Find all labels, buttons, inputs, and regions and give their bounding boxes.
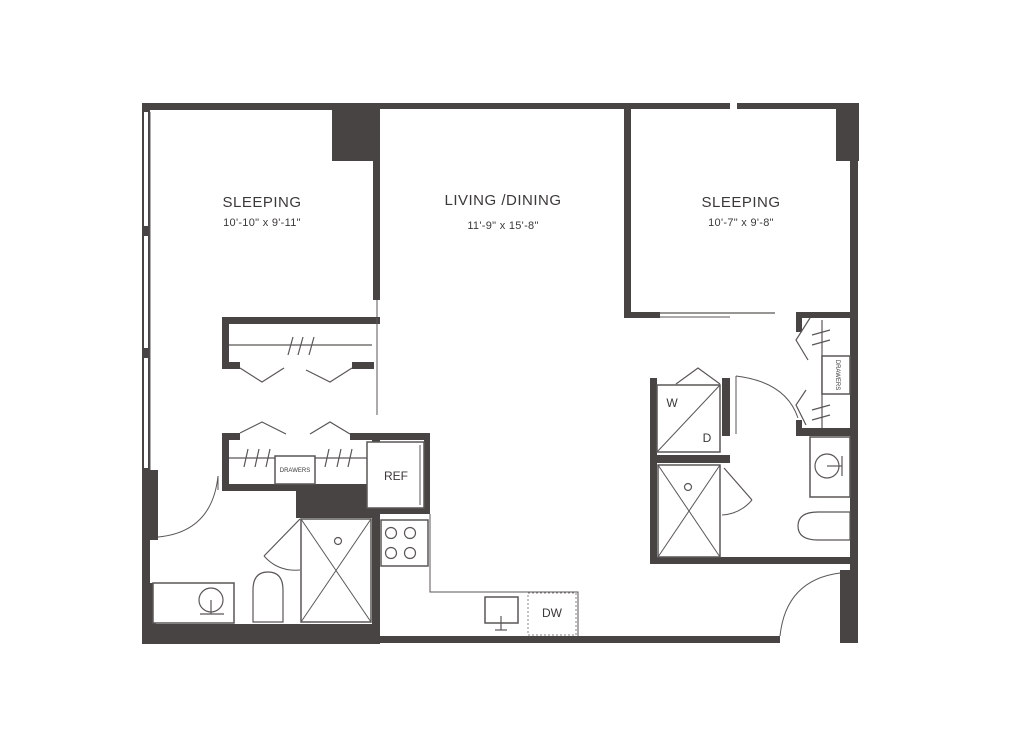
room-dims-living-dining: 11'-9" x 15'-8"	[467, 220, 538, 232]
kitchen-counter: DW	[429, 514, 579, 636]
stove	[380, 519, 429, 567]
dishwasher	[527, 592, 577, 636]
vanity-left	[152, 582, 235, 624]
column-left	[332, 103, 380, 161]
drawers-left-label: DRAWERS	[280, 468, 310, 474]
sliding-door-right	[660, 312, 775, 318]
drawers-left	[274, 455, 316, 485]
closet-left-upper	[229, 318, 378, 383]
drawers-right-label: DRAWERS	[834, 360, 840, 390]
room-labels: SLEEPING 10'-10" x 9'-11" LIVING /DINING…	[222, 192, 780, 232]
room-dims-sleeping-right: 10'-7" x 9'-8"	[708, 217, 774, 229]
refrigerator: REF	[366, 441, 425, 509]
dryer-label: D	[703, 431, 712, 445]
closet-right: DRAWERS	[795, 317, 851, 428]
room-dims-sleeping-left: 10'-10" x 9'-11"	[223, 217, 301, 229]
bathroom-right	[657, 436, 851, 558]
drawers-right	[821, 355, 851, 395]
toilet-left	[252, 571, 284, 623]
washer-label: W	[666, 396, 678, 410]
closet-left-lower: DRAWERS	[229, 421, 372, 485]
toilet-right	[797, 511, 851, 541]
washer-dryer: W D	[656, 367, 799, 453]
vanity-right	[809, 436, 851, 498]
walls	[142, 103, 859, 644]
room-name-living-dining: LIVING /DINING	[444, 192, 561, 209]
bathroom-left	[152, 475, 372, 624]
refrigerator-label: REF	[384, 469, 408, 483]
dishwasher-label: DW	[542, 606, 563, 620]
room-name-sleeping-right: SLEEPING	[701, 194, 780, 211]
room-name-sleeping-left: SLEEPING	[222, 194, 301, 211]
entry-door	[779, 572, 841, 637]
